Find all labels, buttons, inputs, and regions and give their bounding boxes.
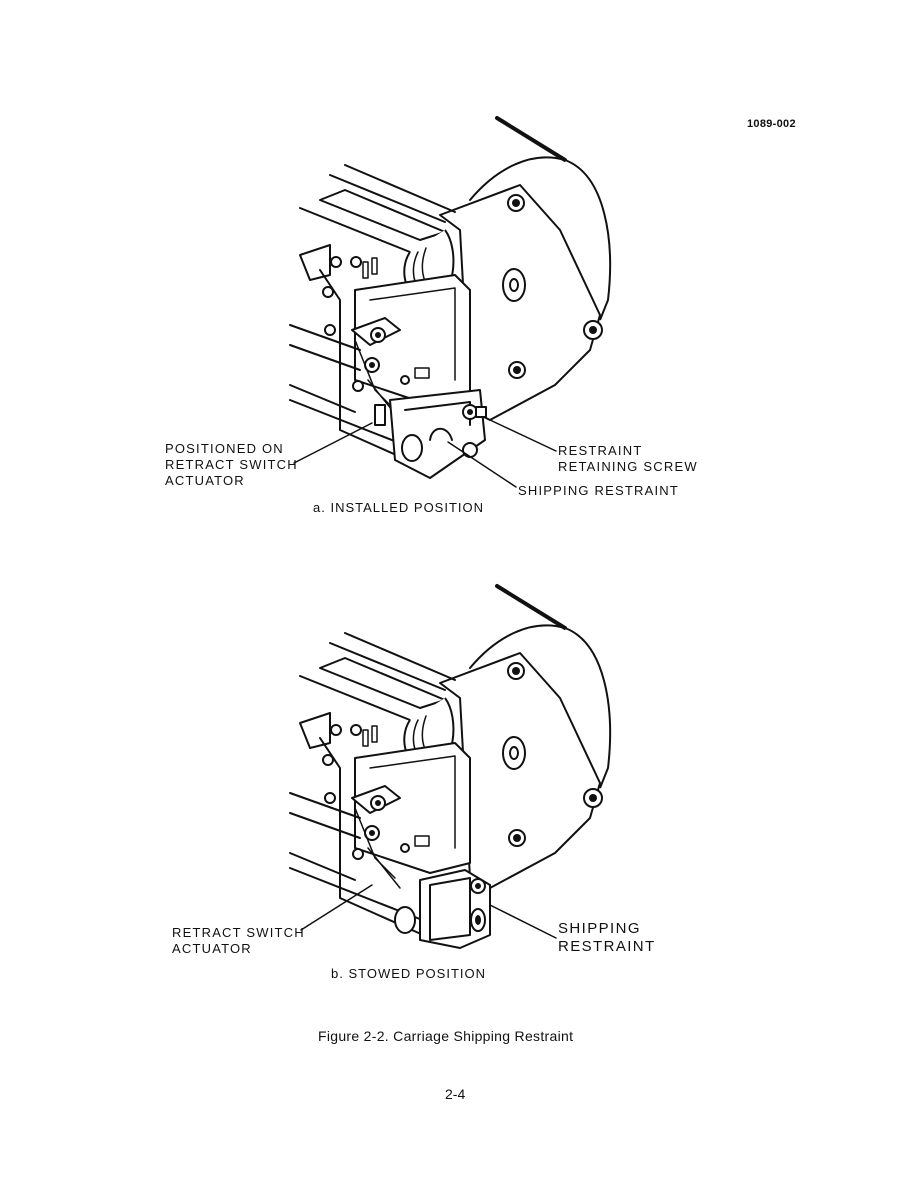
figure-caption: Figure 2-2. Carriage Shipping Restraint [318,1028,574,1044]
label-line-3: ACTUATOR [165,473,245,488]
label-line-2: RESTRAINT [558,938,656,955]
label-line-2: RETAINING SCREW [558,459,698,474]
figure-number: 1089-002 [747,118,796,130]
label-line-1: SHIPPING [558,920,641,937]
label-line-1: RETRACT SWITCH [172,925,305,940]
label-restraint-retaining-screw: RESTRAINT RETAINING SCREW [558,443,698,475]
caption-installed-position: a. INSTALLED POSITION [313,500,485,515]
label-line-2: RETRACT SWITCH [165,457,298,472]
caption-stowed-position: b. STOWED POSITION [331,966,487,981]
label-line-1: RESTRAINT [558,443,643,458]
label-line-2: ACTUATOR [172,941,252,956]
label-line-1: POSITIONED ON [165,441,284,456]
page-number: 2-4 [445,1086,466,1102]
label-positioned-on: POSITIONED ON RETRACT SWITCH ACTUATOR [165,441,298,489]
label-shipping-restraint-a: SHIPPING RESTRAINT [518,483,680,498]
label-retract-switch-actuator: RETRACT SWITCH ACTUATOR [172,925,305,957]
label-shipping-restraint-b: SHIPPING RESTRAINT [558,920,656,956]
